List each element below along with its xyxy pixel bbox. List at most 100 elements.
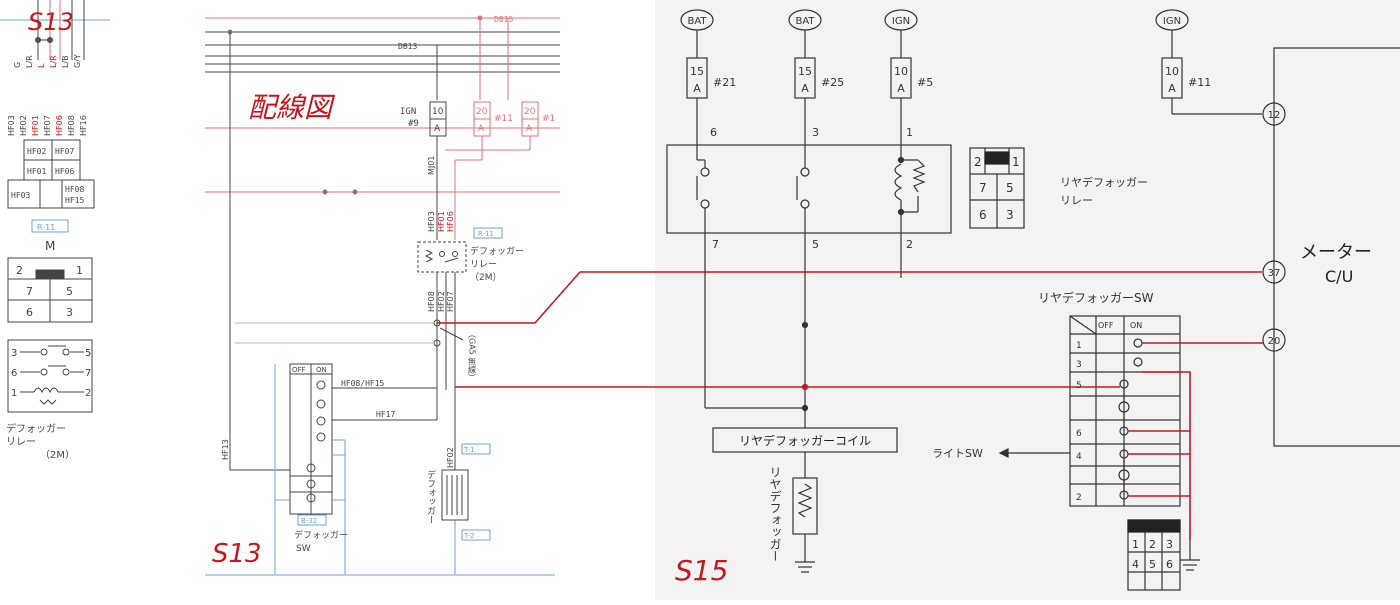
db15-label: DB15 bbox=[494, 15, 513, 24]
sw-row-1: 1 bbox=[1076, 341, 1082, 351]
right-panel bbox=[666, 9, 1400, 591]
fuse11-unit: A bbox=[1168, 82, 1176, 95]
r-relay-name-1: リヤデフォッガー bbox=[1060, 175, 1148, 189]
relay-pin-3: 3 bbox=[11, 348, 17, 359]
conn-code-r11: R-11 bbox=[37, 223, 55, 232]
fuse21-no: #21 bbox=[713, 76, 736, 89]
rconn-7: 7 bbox=[979, 181, 987, 195]
rconn-3: 3 bbox=[1006, 208, 1014, 222]
left-wire-color-g: G bbox=[13, 62, 22, 68]
left-wire-hf06: HF06 bbox=[55, 115, 64, 136]
pin-1: 1 bbox=[76, 264, 83, 277]
left-panel-text: S13 G L/R L L/R L/B G/Y HF03 HF02 HF01 H… bbox=[6, 8, 91, 461]
bconn-3: 3 bbox=[1166, 538, 1173, 551]
mid-sw-name-2: SW bbox=[296, 544, 311, 554]
relay-pin-5: 5 bbox=[85, 348, 91, 359]
fuse11-no: #11 bbox=[1188, 76, 1211, 89]
mj01-label: MJ01 bbox=[427, 156, 436, 175]
bat2-label: BAT bbox=[795, 16, 815, 27]
bconn-6: 6 bbox=[1166, 558, 1173, 571]
relay-pin-2: 2 bbox=[85, 388, 91, 399]
rear-defogger-coil-label: リヤデフォッガーコイル bbox=[739, 433, 871, 448]
ign1-label: IGN bbox=[892, 16, 910, 27]
db13-label: DB13 bbox=[398, 42, 417, 51]
fuse5-amp: 10 bbox=[894, 65, 908, 78]
mid-fuse10: 10 bbox=[432, 107, 444, 117]
r-relay-name-2: リレー bbox=[1060, 194, 1093, 207]
left-wire-color-lr2: L/R bbox=[49, 55, 58, 68]
left-wire-color-l: L bbox=[37, 63, 46, 68]
pin-2: 2 bbox=[16, 264, 23, 277]
conn-side-hf03: HF03 bbox=[11, 191, 30, 200]
right-panel-text: BAT BAT IGN IGN 15 A 15 A 10 A 10 A #21 … bbox=[675, 16, 1372, 587]
mid-sw-name-1: デフォッガー bbox=[294, 529, 348, 541]
haisenzu-title: 配線図 bbox=[248, 91, 336, 124]
ign-fuse-no: #9 bbox=[408, 119, 419, 129]
left-wire-hf07: HF07 bbox=[43, 115, 52, 136]
mid-hf17: HF17 bbox=[376, 410, 395, 419]
relay-pin-top-6: 6 bbox=[710, 126, 717, 139]
left-wire-hf02: HF02 bbox=[19, 115, 28, 136]
fuse25-no: #25 bbox=[821, 76, 844, 89]
fuse21-unit: A bbox=[693, 82, 701, 95]
left-panel bbox=[0, 0, 110, 413]
mid-fuse20a-a: A bbox=[478, 124, 485, 134]
fuse25-amp: 15 bbox=[798, 65, 812, 78]
rconn-6: 6 bbox=[979, 208, 987, 222]
sw-row-4: 4 bbox=[1076, 452, 1082, 462]
left-wire-hf08: HF08 bbox=[67, 115, 76, 136]
mid-panel-text: 配線図 S13 DB13 DB15 IGN #9 10 A 20 A #11 2… bbox=[212, 15, 555, 569]
conn-cell-hf06: HF06 bbox=[55, 167, 74, 176]
relay-pin-bot-2: 2 bbox=[906, 238, 913, 251]
sw-row-6: 6 bbox=[1076, 429, 1082, 439]
mid-relay-name-2: リレー bbox=[470, 260, 497, 270]
meter-pin-37: 37 bbox=[1268, 268, 1281, 279]
ign-label: IGN bbox=[400, 107, 416, 117]
mid-t-hf02: HF02 bbox=[446, 447, 455, 468]
mid-hf02: HF02 bbox=[437, 291, 446, 312]
left-wire-hf03: HF03 bbox=[7, 115, 16, 136]
left-wire-color-gy: G/Y bbox=[73, 54, 82, 68]
mid-t1: T-1 bbox=[463, 446, 475, 454]
mid-fuse-no-11: #11 bbox=[494, 114, 513, 124]
mid-sw-on: ON bbox=[316, 366, 327, 374]
sw-row-3: 3 bbox=[1076, 360, 1082, 370]
left-wire-color-lb: L/B bbox=[61, 55, 70, 68]
meter-name: メーター bbox=[1300, 242, 1372, 263]
rconn-1: 1 bbox=[1012, 155, 1020, 169]
left-relay-name-2: リレー bbox=[6, 437, 36, 448]
conn-m-label: M bbox=[45, 239, 55, 253]
relay-pin-top-1: 1 bbox=[906, 126, 913, 139]
meter-pin-20: 20 bbox=[1268, 336, 1281, 347]
meter-cu: C/U bbox=[1325, 267, 1353, 286]
light-sw-label: ライトSW bbox=[932, 447, 983, 460]
rconn-5: 5 bbox=[1006, 181, 1014, 195]
relay-pin-1: 1 bbox=[11, 388, 17, 399]
mid-hf06: HF06 bbox=[446, 211, 455, 232]
fuse25-unit: A bbox=[801, 82, 809, 95]
mid-fuse20a: 20 bbox=[476, 107, 488, 117]
mid-hf08-hf15: HF08/HF15 bbox=[341, 379, 385, 388]
mid-fuse20b-a: A bbox=[526, 124, 533, 134]
conn-side-hf15: HF15 bbox=[65, 196, 84, 205]
sw-row-5: 5 bbox=[1076, 381, 1082, 391]
mid-hf03: HF03 bbox=[427, 211, 436, 232]
mid-fuse10-a: A bbox=[434, 124, 441, 134]
mid-b32: B-32 bbox=[301, 517, 317, 525]
relay-pin-top-3: 3 bbox=[812, 126, 819, 139]
conn-cell-hf02: HF02 bbox=[27, 147, 46, 156]
pin-6: 6 bbox=[26, 306, 33, 319]
left-relay-name-3: （2M） bbox=[40, 449, 75, 461]
bconn-2: 2 bbox=[1149, 538, 1156, 551]
sw-head-on: ON bbox=[1130, 321, 1142, 330]
left-wire-color-lr: L/R bbox=[25, 55, 34, 68]
sw-row-2: 2 bbox=[1076, 493, 1082, 503]
mid-hf07: HF07 bbox=[446, 291, 455, 312]
mid-vertical-note: （GA5 無線） bbox=[468, 330, 477, 381]
s13-big-title: S13 bbox=[212, 539, 262, 569]
relay-pin-bot-5: 5 bbox=[812, 238, 819, 251]
pin-7: 7 bbox=[26, 285, 33, 298]
conn-cell-hf01: HF01 bbox=[27, 167, 46, 176]
